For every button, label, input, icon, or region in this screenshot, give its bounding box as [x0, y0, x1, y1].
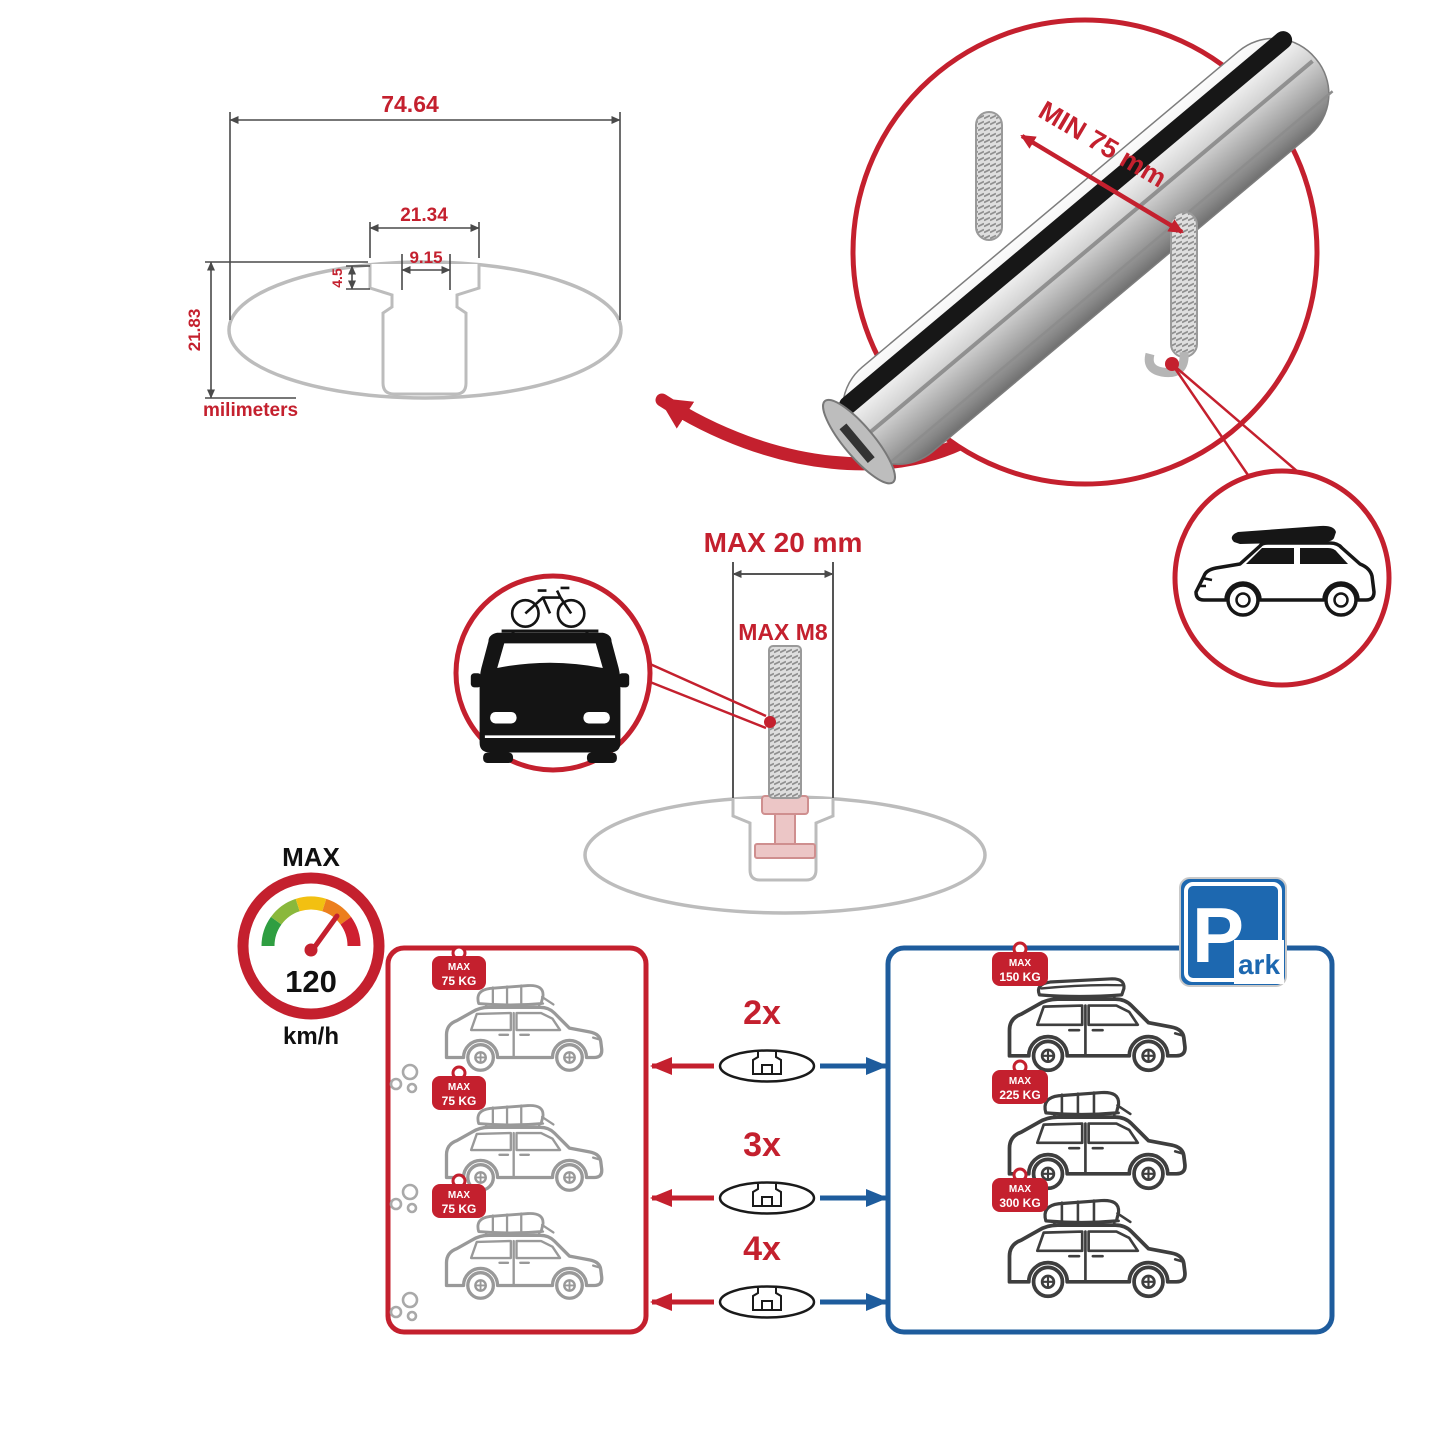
suv-with-roofbox-icon — [1194, 525, 1376, 617]
dim-total-width: 74.64 — [381, 91, 439, 117]
dim-slot-outer: 21.34 — [400, 205, 448, 226]
nut-shaft — [774, 813, 796, 845]
driving-load-panel: MAX 75 KG MAX 75 KG MAX 75 KG — [385, 945, 649, 1335]
svg-text:MAX: MAX — [448, 1082, 471, 1093]
car-front-bike-icon — [470, 586, 630, 764]
clamp-rod-front — [1170, 211, 1198, 358]
park-sign: P ark — [1179, 877, 1287, 987]
load-badge-red-1: MAX 75 KG — [432, 945, 486, 990]
speed-max-label: MAX — [282, 842, 340, 872]
load-badge-blue-1: MAX 150 KG — [992, 941, 1048, 986]
svg-text:MAX: MAX — [1009, 958, 1032, 969]
max-thread-label: MAX M8 — [738, 619, 828, 645]
clamp-rod-rear — [975, 111, 1003, 241]
svg-text:75 KG: 75 KG — [442, 1094, 477, 1108]
load-badge-red-3: MAX 75 KG — [432, 1173, 486, 1218]
park-suffix: ark — [1238, 949, 1280, 980]
multiplier-2x: 2x — [743, 994, 781, 1032]
bar-section-icon-2 — [718, 1181, 816, 1215]
clamp-hook — [1144, 351, 1189, 378]
dim-slot-inner: 9.15 — [409, 248, 442, 267]
svg-text:MAX: MAX — [1009, 1076, 1032, 1087]
max-width-label: MAX 20 mm — [704, 527, 863, 558]
svg-text:75 KG: 75 KG — [442, 1202, 477, 1216]
speed-value: 120 — [285, 964, 337, 999]
bar-section-icon-3 — [718, 1285, 816, 1319]
crossbar-render-callout: MIN 75 mm — [822, 17, 1334, 487]
t-nut — [754, 843, 816, 859]
svg-text:300 KG: 300 KG — [999, 1196, 1040, 1210]
load-badge-red-2: MAX 75 KG — [432, 1065, 486, 1110]
bolt-pointer-dot — [764, 716, 776, 728]
svg-text:150 KG: 150 KG — [999, 970, 1040, 984]
multiplier-4x: 4x — [743, 1230, 781, 1268]
svg-text:MAX: MAX — [1009, 1184, 1032, 1195]
leader-lines — [1170, 363, 1299, 479]
bar-section-icon-1 — [718, 1049, 816, 1083]
svg-text:75 KG: 75 KG — [442, 974, 477, 988]
min-clamp-arrow — [1020, 134, 1184, 234]
bar-count-column: 2x 3x 4x — [650, 994, 888, 1319]
vehicle-roofbox-callout — [1172, 468, 1392, 688]
unit-label: milimeters — [203, 400, 298, 421]
bolt-leader-lines — [649, 662, 767, 730]
speed-unit: km/h — [283, 1023, 339, 1050]
load-badge-blue-3: MAX 300 KG — [992, 1167, 1048, 1212]
speed-limit-gauge: MAX 120 km/h — [237, 842, 385, 1050]
dim-total-height: 21.83 — [185, 309, 204, 352]
crossbar-section-dimension-diagram: 74.64 21.34 9.15 4.5 21.83 milimeters — [185, 91, 623, 421]
svg-text:225 KG: 225 KG — [999, 1088, 1040, 1102]
bolt-diagram: MAX 20 mm MAX M8 — [453, 527, 987, 915]
dim-lip-depth: 4.5 — [329, 268, 345, 288]
callout-arrow — [655, 393, 992, 471]
gauge-arcs — [261, 896, 361, 947]
parked-load-panel: MAX 150 KG MAX 225 KG MAX 300 KG — [885, 941, 1335, 1335]
svg-text:MAX: MAX — [448, 1190, 471, 1201]
svg-text:MAX: MAX — [448, 962, 471, 973]
t-slot-profile — [368, 264, 481, 396]
multiplier-3x: 3x — [743, 1126, 781, 1164]
load-badge-blue-2: MAX 225 KG — [992, 1059, 1048, 1104]
